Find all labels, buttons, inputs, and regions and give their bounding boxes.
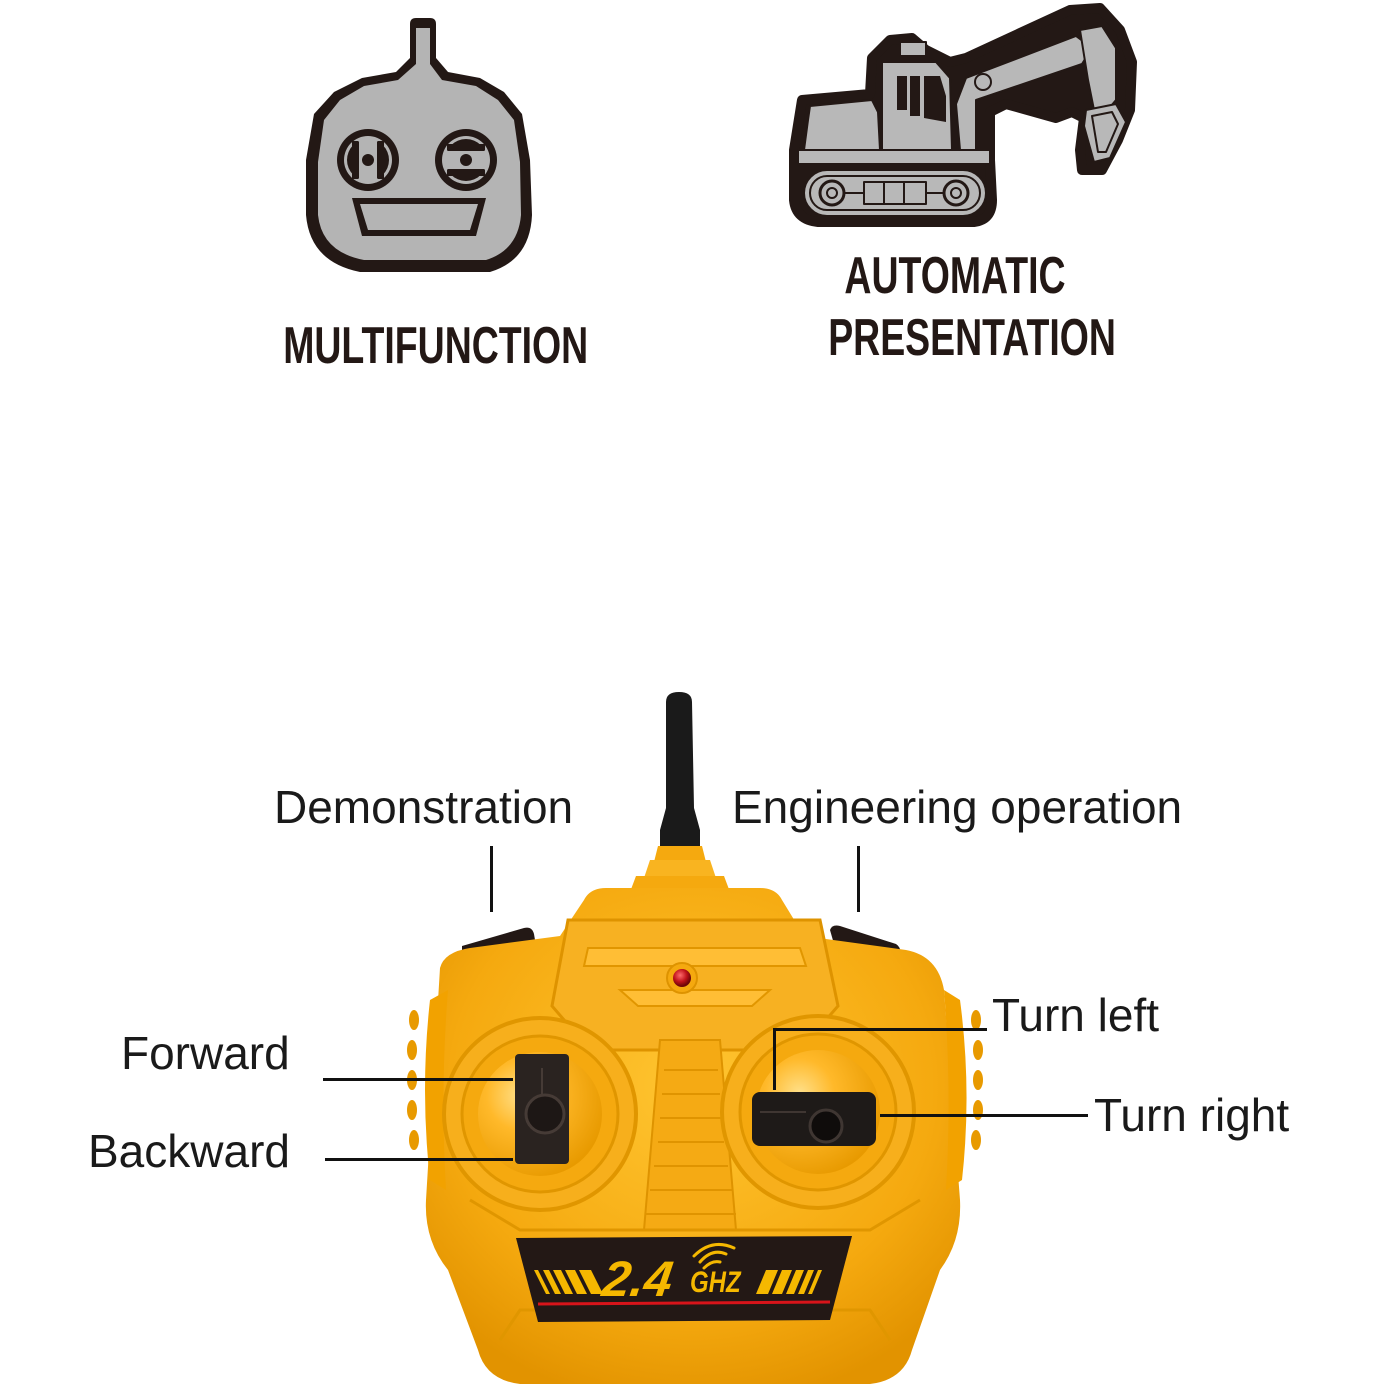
- feature-label-presentation: PRESENTATION: [828, 309, 1116, 367]
- left-stick-knob: [524, 1093, 566, 1135]
- callout-turn-right: Turn right: [1094, 1089, 1290, 1141]
- callout-demonstration: Demonstration: [274, 781, 574, 833]
- leader-line-turn-left-v: [773, 1028, 776, 1090]
- frequency-value: 2.4: [599, 1251, 677, 1307]
- leader-line-turn-left-h: [773, 1028, 987, 1031]
- callout-backward: Backward: [88, 1125, 290, 1177]
- feature-multifunction: MULTIFUNCTION: [283, 10, 588, 390]
- power-led: [673, 969, 691, 987]
- frequency-badge: [516, 1236, 852, 1322]
- leader-line-demonstration: [490, 846, 493, 912]
- frequency-unit: GHZ: [690, 1266, 741, 1299]
- feature-label-automatic: AUTOMATIC: [844, 247, 1066, 305]
- remote-control-icon: [306, 18, 532, 272]
- feature-automatic-presentation: AUTOMATIC PRESENTATION: [780, 0, 1150, 380]
- antenna: [630, 692, 730, 892]
- right-stick-knob: [808, 1108, 844, 1144]
- leader-line-forward: [323, 1078, 513, 1081]
- leader-line-backward: [325, 1158, 513, 1161]
- callout-engineering-operation: Engineering operation: [732, 781, 1183, 833]
- leader-line-turn-right: [880, 1114, 1088, 1117]
- callout-forward: Forward: [121, 1027, 290, 1079]
- feature-label-multifunction: MULTIFUNCTION: [283, 317, 589, 375]
- callout-turn-left: Turn left: [992, 989, 1160, 1041]
- excavator-icon: [789, 3, 1137, 227]
- leader-line-engineering: [857, 846, 860, 912]
